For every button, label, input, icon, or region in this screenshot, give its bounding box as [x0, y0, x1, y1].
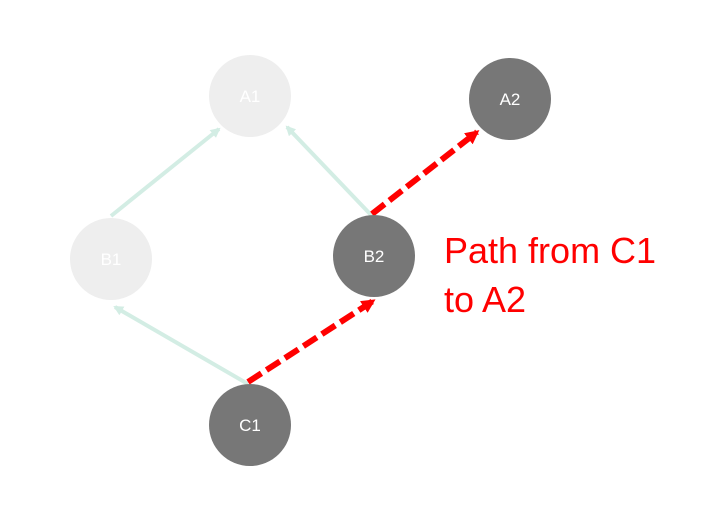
node-c1: C1	[209, 384, 291, 466]
node-a2-label: A2	[500, 90, 521, 109]
edge-b2-to-a2	[370, 129, 480, 217]
node-b2: B2	[333, 215, 415, 297]
node-b2-label: B2	[364, 247, 385, 266]
edge-b1-to-a1	[109, 127, 221, 218]
path-caption: Path from C1 to A2	[444, 226, 714, 324]
node-b1: B1	[70, 218, 152, 300]
node-b1-label: B1	[101, 250, 122, 269]
edge-c1-to-b1	[113, 305, 250, 386]
path-caption-line-2: to A2	[444, 279, 527, 320]
edge-b2-to-a1	[285, 125, 374, 218]
path-caption-line-1: Path from C1	[444, 230, 657, 271]
node-c1-label: C1	[239, 416, 261, 435]
node-a1-label: A1	[240, 87, 261, 106]
node-a1: A1	[209, 55, 291, 137]
node-a2: A2	[469, 58, 551, 140]
edge-c1-to-b2	[246, 298, 376, 385]
